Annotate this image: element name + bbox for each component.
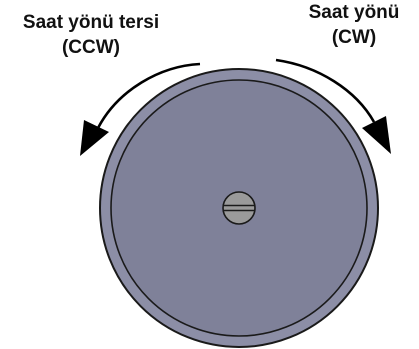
ccw-label-line2: (CCW) bbox=[61, 37, 121, 58]
screw-head bbox=[222, 191, 256, 225]
cw-arrow-shaft bbox=[275, 58, 376, 123]
cw-label: Saat yönü (CW) bbox=[284, 0, 419, 50]
ccw-arrow-shaft bbox=[96, 62, 201, 129]
ccw-arrow-icon bbox=[80, 62, 201, 156]
ccw-label: Saat yönü tersi (CCW) bbox=[2, 10, 180, 60]
ccw-arrow-head bbox=[80, 120, 109, 156]
cw-arrow-icon bbox=[275, 58, 391, 154]
center-screw-icon bbox=[222, 191, 256, 225]
cw-arrow-head bbox=[362, 116, 391, 154]
cw-label-line1: Saat yönü bbox=[308, 2, 400, 23]
cw-label-line2: (CW) bbox=[331, 27, 377, 48]
ccw-label-line1: Saat yönü tersi bbox=[22, 12, 160, 33]
